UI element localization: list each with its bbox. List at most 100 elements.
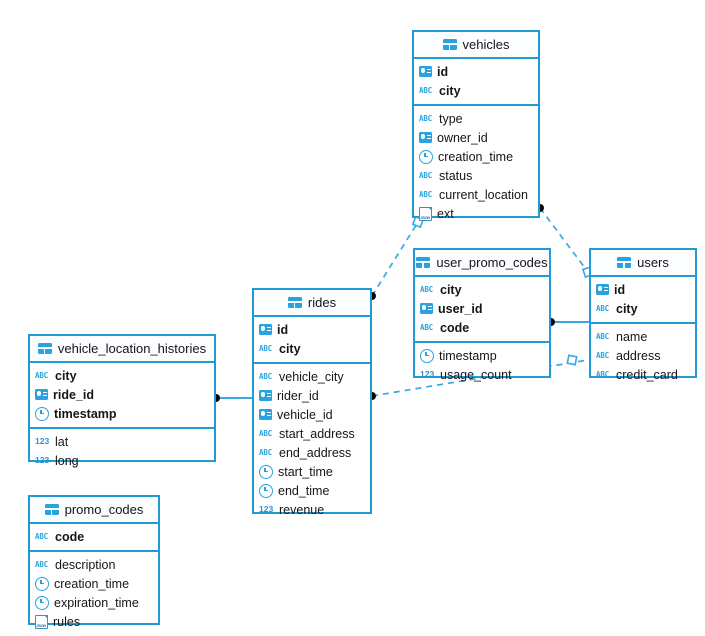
column-row[interactable]: ABC current_location [414, 185, 538, 204]
column-row[interactable]: owner_id [414, 128, 538, 147]
edge-vehicle-location-histories-rides [212, 394, 252, 402]
column-row[interactable]: ABC type [414, 109, 538, 128]
column-row[interactable]: 123 usage_count [415, 365, 549, 384]
column-row[interactable]: ABC city [414, 81, 538, 100]
table-grid-icon [37, 343, 52, 354]
id-badge-icon [259, 324, 272, 335]
column-row[interactable]: ABC status [414, 166, 538, 185]
abc-text-icon: ABC [420, 285, 433, 294]
column-name: rules [53, 614, 81, 629]
column-name: name [616, 329, 648, 344]
column-row[interactable]: rider_id [254, 386, 370, 405]
table-rides[interactable]: rides id ABC city ABC vehicle_city rider… [252, 288, 372, 517]
clock-icon [420, 348, 434, 363]
column-row[interactable]: rules [30, 612, 158, 631]
column-row[interactable]: ABC code [415, 318, 549, 337]
columns-section: ABC name ABC address ABC credit_card [591, 322, 695, 388]
column-row[interactable]: timestamp [415, 346, 549, 365]
column-row[interactable]: creation_time [30, 574, 158, 593]
id-badge-icon [259, 409, 272, 420]
column-row[interactable]: ABC code [30, 527, 158, 546]
table-header-promo-codes[interactable]: promo_codes [30, 497, 158, 524]
numeric-123-icon: 123 [35, 455, 50, 465]
column-name: owner_id [437, 130, 488, 145]
column-name: revenue [279, 502, 325, 517]
clock-icon [35, 595, 49, 610]
table-title: promo_codes [64, 502, 144, 517]
table-user-promo-codes[interactable]: user_promo_codes ABC city user_id ABC co… [413, 248, 551, 382]
edge-user-promo-codes-users [547, 318, 589, 326]
column-row[interactable]: ext [414, 204, 538, 223]
column-row[interactable]: ABC city [415, 280, 549, 299]
column-row[interactable]: expiration_time [30, 593, 158, 612]
id-badge-icon [259, 390, 272, 401]
column-name: expiration_time [54, 595, 139, 610]
abc-text-icon: ABC [596, 332, 609, 341]
column-name: end_address [279, 445, 352, 460]
clock-icon [259, 464, 273, 479]
table-header-users[interactable]: users [591, 250, 695, 277]
abc-text-icon: ABC [35, 560, 48, 569]
column-name: end_time [278, 483, 330, 498]
clock-icon [259, 483, 273, 498]
json-doc-icon [419, 206, 432, 221]
column-row[interactable]: 123 revenue [254, 500, 370, 519]
column-row[interactable]: ABC city [591, 299, 695, 318]
clock-icon [35, 406, 49, 421]
id-badge-icon [419, 66, 432, 77]
table-header-user-promo-codes[interactable]: user_promo_codes [415, 250, 549, 277]
table-title: vehicle_location_histories [57, 341, 207, 356]
column-row[interactable]: timestamp [30, 404, 214, 423]
column-name: long [55, 453, 79, 468]
column-name: creation_time [438, 149, 514, 164]
columns-section: timestamp 123 usage_count [415, 341, 549, 388]
numeric-123-icon: 123 [420, 369, 435, 379]
column-row[interactable]: 123 lat [30, 432, 214, 451]
abc-text-icon: ABC [596, 304, 609, 313]
column-row[interactable]: 123 long [30, 451, 214, 470]
column-row[interactable]: start_time [254, 462, 370, 481]
table-header-rides[interactable]: rides [254, 290, 370, 317]
column-row[interactable]: ABC credit_card [591, 365, 695, 384]
column-row[interactable]: ABC city [30, 366, 214, 385]
column-row[interactable]: end_time [254, 481, 370, 500]
id-badge-icon [420, 303, 433, 314]
abc-text-icon: ABC [259, 448, 272, 457]
abc-text-icon: ABC [35, 371, 48, 380]
column-row[interactable]: vehicle_id [254, 405, 370, 424]
column-row[interactable]: id [414, 62, 538, 81]
column-row[interactable]: ABC end_address [254, 443, 370, 462]
column-row[interactable]: user_id [415, 299, 549, 318]
column-row[interactable]: creation_time [414, 147, 538, 166]
column-name: usage_count [440, 367, 512, 382]
column-name: address [616, 348, 661, 363]
abc-text-icon: ABC [259, 344, 272, 353]
column-row[interactable]: ABC city [254, 339, 370, 358]
column-row[interactable]: ride_id [30, 385, 214, 404]
table-vehicles[interactable]: vehicles id ABC city ABC type owner_id c… [412, 30, 540, 221]
column-name: city [440, 282, 462, 297]
column-row[interactable]: ABC vehicle_city [254, 367, 370, 386]
table-title: users [637, 255, 669, 270]
id-badge-icon [35, 389, 48, 400]
table-header-vehicles[interactable]: vehicles [414, 32, 538, 59]
table-grid-icon [617, 257, 632, 268]
column-row[interactable]: ABC address [591, 346, 695, 365]
column-row[interactable]: ABC description [30, 555, 158, 574]
column-row[interactable]: id [591, 280, 695, 299]
table-promo-codes[interactable]: promo_codes ABC code ABC description cre… [28, 495, 160, 629]
abc-text-icon: ABC [596, 370, 609, 379]
column-name: vehicle_city [279, 369, 344, 384]
primary-key-section: ABC code [30, 524, 158, 550]
table-vehicle-location-histories[interactable]: vehicle_location_histories ABC city ride… [28, 334, 216, 468]
table-grid-icon [442, 39, 457, 50]
column-name: city [439, 83, 461, 98]
column-name: id [437, 64, 449, 79]
table-header-vehicle-location-histories[interactable]: vehicle_location_histories [30, 336, 214, 363]
column-name: code [440, 320, 470, 335]
column-row[interactable]: ABC start_address [254, 424, 370, 443]
numeric-123-icon: 123 [35, 436, 50, 446]
table-users[interactable]: users id ABC city ABC name ABC address A… [589, 248, 697, 382]
column-row[interactable]: ABC name [591, 327, 695, 346]
column-row[interactable]: id [254, 320, 370, 339]
